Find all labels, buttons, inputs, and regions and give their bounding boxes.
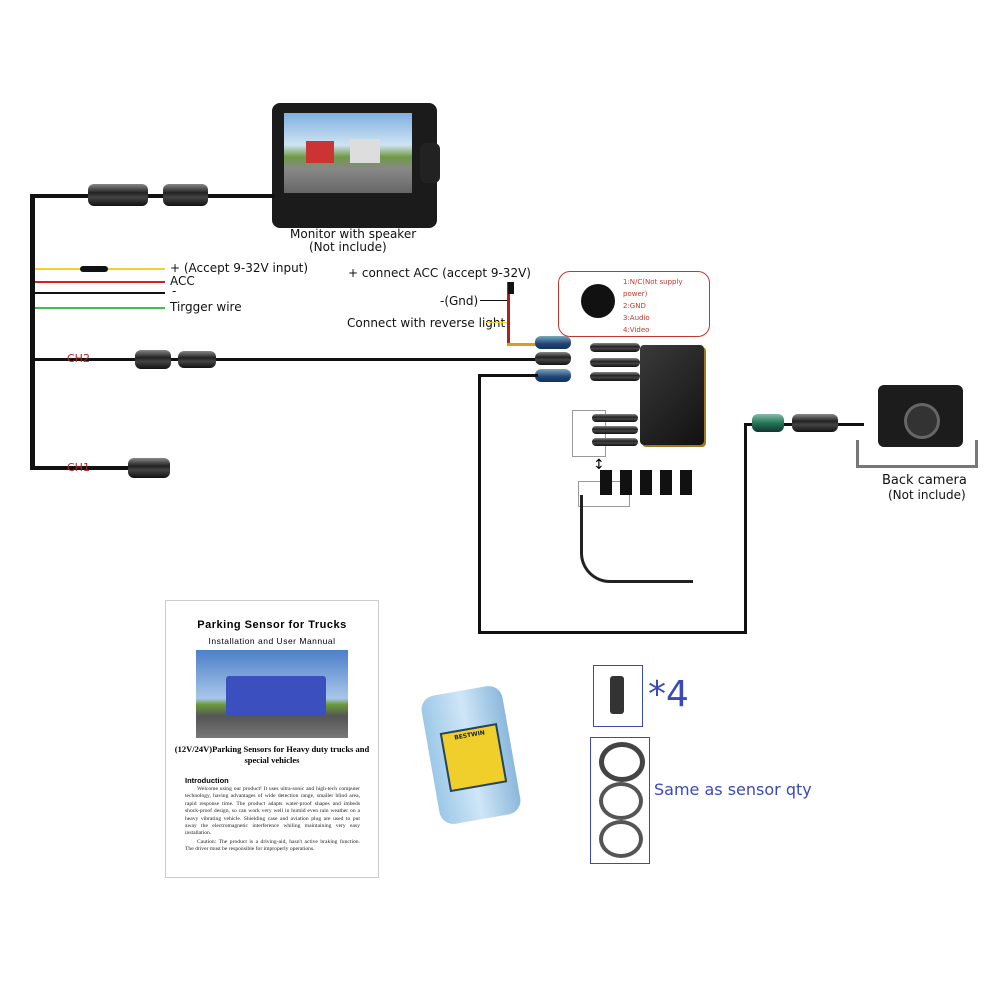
screw-icon	[610, 676, 624, 714]
pinout-callout: 1:N/C(Not supply power) 2:GND 3:Audio 4:…	[558, 271, 710, 337]
camera-connector-male	[752, 414, 784, 432]
double-arrow-icon: ↕	[593, 457, 605, 473]
box-connector-power	[535, 336, 571, 349]
trigger-wire	[35, 307, 165, 309]
box-acc-wire	[507, 282, 510, 346]
drill-bit-case: BESTWIN	[419, 683, 523, 827]
sensor-cables	[580, 495, 693, 583]
ground-wire	[35, 292, 165, 294]
ch1-label: CH1	[67, 461, 90, 474]
trunk-cable	[30, 194, 35, 470]
control-box	[640, 345, 704, 445]
camera-cable-c	[478, 631, 746, 634]
monitor	[272, 103, 440, 228]
acc-label: ACC	[170, 274, 195, 288]
parking-sensors	[600, 470, 700, 495]
camera-cable-b	[478, 374, 481, 634]
box-acc-fuse	[508, 282, 514, 294]
pin-4: 4:Video	[623, 326, 650, 334]
rings-note: Same as sensor qty	[654, 780, 812, 799]
connector-pin-icon	[581, 284, 615, 318]
monitor-cable	[30, 194, 275, 198]
case-brand: BESTWIN	[453, 729, 486, 742]
ground-label: -	[172, 284, 177, 298]
ch2-connector-female	[178, 351, 216, 368]
box-power-lead	[507, 343, 540, 346]
box-connector-camera	[535, 369, 571, 382]
nut-icon	[599, 742, 645, 782]
box-gnd-wire	[480, 300, 508, 301]
box-connector-ch2	[535, 352, 571, 365]
monitor-bracket	[420, 143, 440, 183]
rings-box	[590, 737, 650, 864]
monitor-note: (Not include)	[309, 240, 387, 254]
truck-photo	[196, 650, 348, 738]
aviation-connector-female	[163, 184, 208, 206]
camera-cable-a	[478, 374, 538, 377]
pin-2: 2:GND	[623, 302, 646, 310]
screw-qty: *4	[648, 674, 689, 715]
camera-connector-female	[792, 414, 838, 432]
ch2-cable	[30, 358, 540, 361]
ch1-connector	[128, 458, 170, 478]
ring-icon	[599, 820, 643, 858]
user-manual: Parking Sensor for Trucks Installation a…	[165, 600, 379, 878]
fuse	[80, 266, 108, 272]
box-reverse-wire	[486, 322, 508, 323]
box-plug-2	[590, 358, 640, 367]
box-gnd-label: -(Gnd)	[440, 294, 479, 308]
camera-cable-d	[744, 423, 747, 634]
manual-title: Parking Sensor for Trucks	[197, 619, 347, 631]
box-plug-3	[590, 372, 640, 381]
sensor-plug	[592, 414, 638, 422]
box-plug-1	[590, 343, 640, 352]
monitor-screen	[284, 113, 412, 193]
manual-section: Introduction	[185, 776, 229, 785]
acc-wire	[35, 281, 165, 283]
camera-bracket	[856, 440, 978, 468]
trigger-label: Tirgger wire	[170, 300, 242, 314]
manual-subtitle: Installation and User Mannual	[208, 636, 336, 646]
aviation-connector-male	[88, 184, 148, 206]
back-camera	[878, 385, 963, 447]
monitor-label: Monitor with speaker	[290, 227, 417, 241]
manual-para-1: Welcome using our product! It uses ultra…	[185, 786, 360, 837]
screw-box	[593, 665, 643, 727]
box-acc-label: + connect ACC (accept 9-32V)	[348, 266, 531, 280]
camera-label: Back camera	[882, 473, 967, 488]
camera-note: (Not include)	[888, 488, 966, 502]
box-reverse-label: Connect with reverse light	[347, 316, 506, 330]
manual-heading: (12V/24V)Parking Sensors for Heavy duty …	[174, 744, 370, 765]
pin-1: 1:N/C(Not supply power)	[623, 278, 683, 298]
power-label: + (Accept 9-32V input)	[170, 261, 309, 275]
ch1-cable	[30, 466, 130, 470]
pin-3: 3:Audio	[623, 314, 650, 322]
manual-para-2: Caution: The product is a driving-aid, h…	[185, 838, 360, 853]
ring-icon	[599, 782, 643, 820]
ch2-label: CH2	[67, 352, 90, 365]
sensor-plug	[592, 438, 638, 446]
sensor-plug	[592, 426, 638, 434]
ch2-connector-male	[135, 350, 171, 369]
